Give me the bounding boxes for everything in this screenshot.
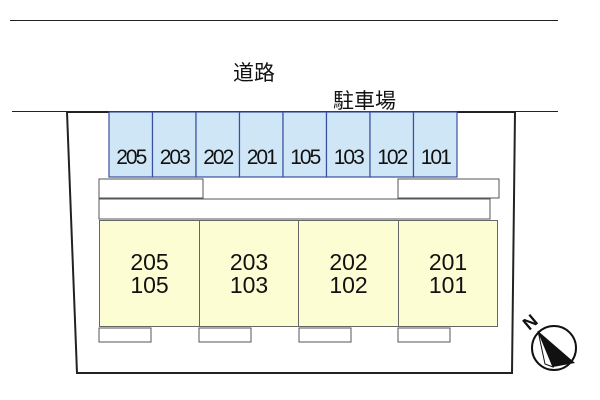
parking-stall-number: 203 bbox=[159, 146, 191, 169]
parking-label: 駐車場 bbox=[333, 89, 396, 113]
unit-block-4: 201 101 bbox=[398, 220, 498, 327]
unit-number-upper: 203 bbox=[229, 248, 269, 275]
walkway-right bbox=[397, 178, 500, 199]
parking-stall bbox=[151, 111, 197, 178]
balcony-2 bbox=[198, 327, 252, 343]
unit-number-lower: 102 bbox=[329, 271, 368, 298]
parking-stall-number: 102 bbox=[377, 146, 408, 169]
parking-stall-number: 202 bbox=[203, 146, 234, 169]
unit-number-upper: 202 bbox=[329, 248, 368, 275]
unit-number-lower: 105 bbox=[130, 271, 169, 298]
walkway-left bbox=[98, 178, 204, 199]
unit-number-lower: 101 bbox=[428, 271, 468, 298]
road-label: 道路 bbox=[233, 61, 275, 85]
parking-stall-number: 105 bbox=[290, 146, 321, 169]
balcony-3 bbox=[298, 327, 352, 343]
compass-north-icon: N bbox=[519, 310, 577, 371]
parking-stall-number: 103 bbox=[333, 146, 365, 169]
unit-block-3: 202 102 bbox=[298, 220, 399, 327]
road-line-top bbox=[10, 20, 558, 21]
unit-block-2: 203 103 bbox=[199, 220, 299, 327]
parking-stall-number: 205 bbox=[116, 146, 147, 169]
parking-stall-number: 101 bbox=[420, 146, 452, 169]
unit-number-lower: 103 bbox=[229, 271, 269, 298]
compass-label: N bbox=[519, 310, 542, 334]
balcony-1 bbox=[98, 327, 152, 343]
unit-number-upper: 205 bbox=[130, 248, 169, 275]
parking-stall bbox=[108, 111, 154, 178]
corridor bbox=[98, 198, 491, 220]
parking-stall bbox=[238, 111, 284, 178]
parking-stall bbox=[325, 111, 371, 178]
unit-block-1: 205 105 bbox=[99, 220, 200, 327]
parking-stall-number: 201 bbox=[246, 146, 278, 169]
parking-stall bbox=[412, 111, 458, 178]
balcony-4 bbox=[397, 327, 451, 343]
unit-number-upper: 201 bbox=[428, 248, 468, 275]
